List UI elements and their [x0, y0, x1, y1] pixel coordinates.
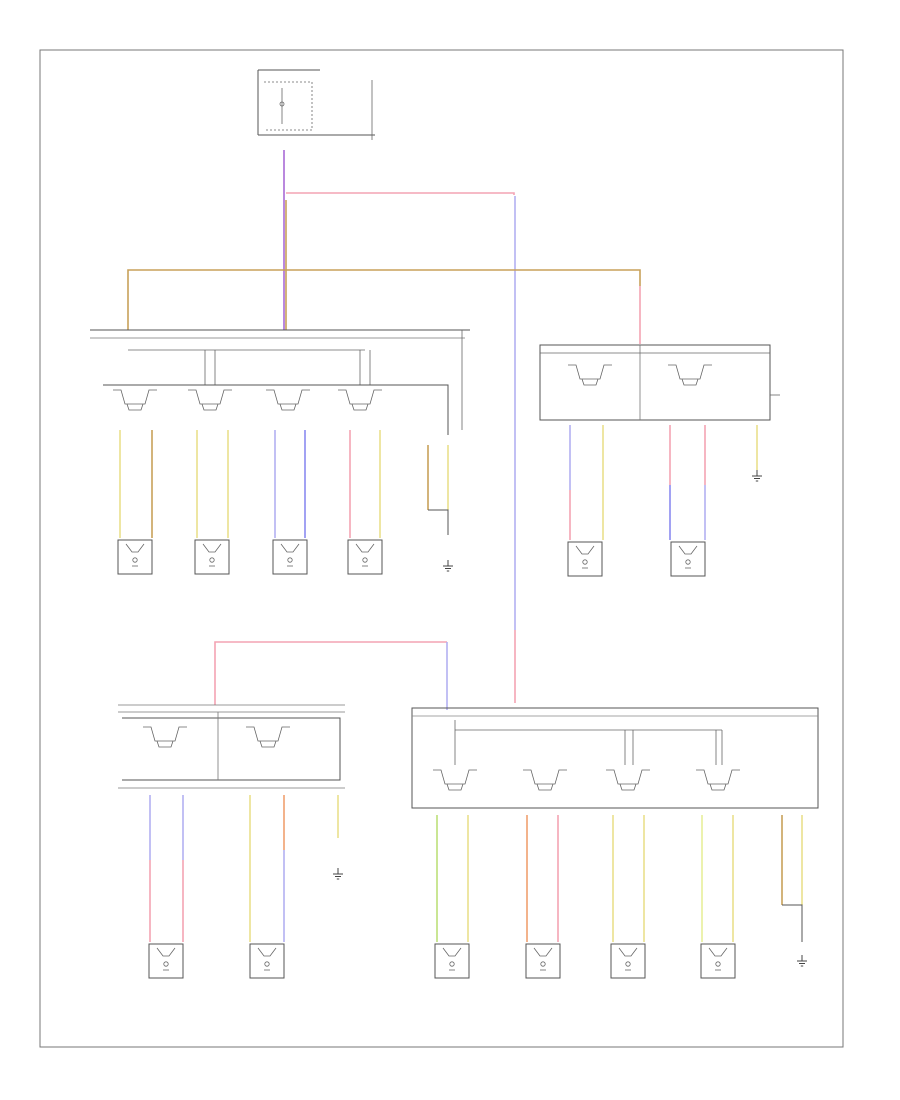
- driver-motor-wires: [119, 430, 449, 538]
- fuse-box: [257, 69, 375, 140]
- passenger-lumbar-wires: [149, 795, 339, 942]
- driver-lumbar-wires: [569, 425, 758, 540]
- passenger-feed: [214, 641, 448, 710]
- driver-lumbar-module: [539, 344, 780, 421]
- main-feed: [90, 150, 641, 703]
- passenger-motor-wires: [436, 815, 803, 942]
- diagram-frame: [39, 49, 844, 1048]
- passenger-lumbar-module: [118, 704, 345, 789]
- passenger-seat-module: [411, 707, 819, 809]
- driver-seat-module: [90, 330, 465, 435]
